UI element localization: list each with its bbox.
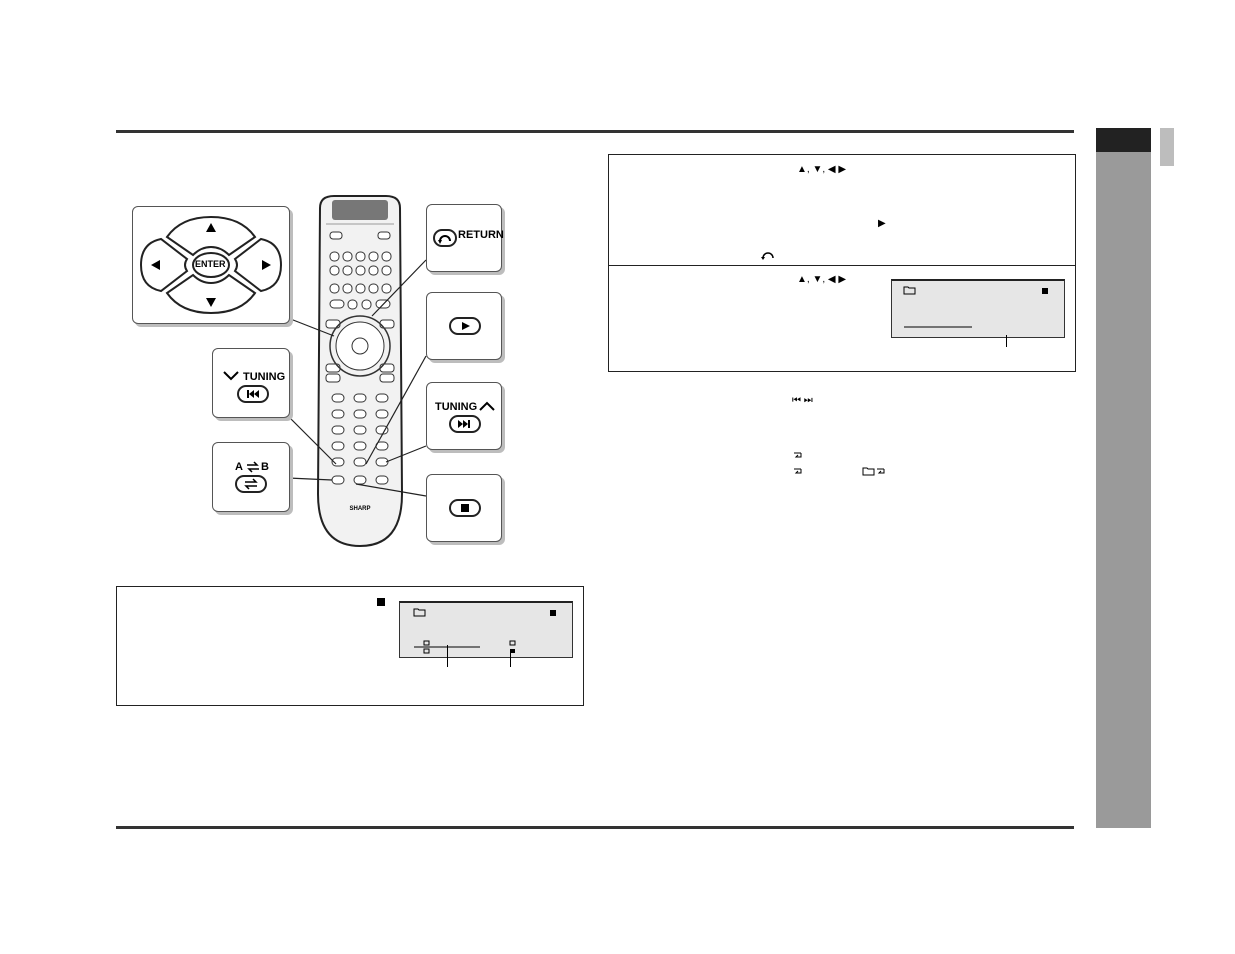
folder-icon bbox=[510, 649, 515, 653]
step-divider bbox=[609, 265, 1075, 266]
right-arrow-icon bbox=[262, 260, 271, 270]
section-marker bbox=[1160, 128, 1174, 166]
next-button[interactable] bbox=[449, 415, 481, 433]
stop-icon bbox=[550, 610, 556, 616]
bottom-rule bbox=[116, 826, 1074, 829]
section-side-tab-header bbox=[1096, 128, 1151, 152]
skip-keys: ⏮ ⏭ bbox=[792, 395, 813, 406]
stop-icon bbox=[377, 598, 385, 606]
remote-control-drawing: SHARP bbox=[316, 195, 404, 548]
left-arrow-icon bbox=[151, 260, 160, 270]
skip-previous-icon bbox=[247, 390, 259, 398]
return-callout: RETURN bbox=[426, 204, 504, 272]
folder-repeat-icon bbox=[862, 467, 885, 476]
tuning-up-callout: TUNING bbox=[426, 382, 502, 450]
stop-icon bbox=[1042, 288, 1048, 294]
return-icon bbox=[438, 235, 451, 244]
tuning-down-label: TUNING bbox=[243, 371, 286, 383]
dpad-drawing bbox=[139, 215, 283, 315]
stop-button[interactable] bbox=[449, 499, 481, 517]
folder-icon bbox=[423, 648, 430, 654]
ab-repeat-button[interactable] bbox=[235, 475, 267, 493]
display-panel-contents bbox=[413, 608, 556, 654]
remote-brand: SHARP bbox=[349, 506, 370, 512]
play-callout bbox=[426, 292, 502, 360]
ab-label-a: A bbox=[235, 461, 243, 473]
ab-label-b: B bbox=[261, 461, 269, 473]
previous-button[interactable] bbox=[237, 385, 269, 403]
display-panel-2-contents bbox=[903, 286, 1048, 328]
enter-button-label[interactable]: ENTER bbox=[195, 259, 226, 269]
repeat-icon bbox=[794, 452, 802, 458]
return-button[interactable] bbox=[433, 229, 457, 247]
stop-icon bbox=[461, 504, 469, 512]
cursor-arrows-row2: ▲, ▼, ◀ ▶ bbox=[797, 274, 847, 285]
tuning-up-label: TUNING bbox=[435, 401, 478, 413]
folder-icon bbox=[423, 640, 430, 646]
down-arrow-icon bbox=[206, 298, 216, 307]
repeat-arrows-icon bbox=[247, 461, 259, 473]
folder-icon bbox=[413, 608, 426, 617]
navigation-steps-box: ▲, ▼, ◀ ▶ ▶ ▲, ▼, ◀ ▶ bbox=[608, 154, 1076, 372]
return-icon bbox=[761, 252, 774, 260]
display-panel bbox=[399, 601, 573, 658]
top-rule bbox=[116, 130, 1074, 133]
play-icon bbox=[462, 322, 470, 330]
stop-callout bbox=[426, 474, 502, 542]
repeat-icon bbox=[794, 468, 802, 474]
folder-icon bbox=[509, 640, 516, 646]
ab-repeat-callout: A B bbox=[212, 442, 290, 512]
right-arrow-icon: ▶ bbox=[878, 218, 886, 229]
return-label: RETURN bbox=[458, 229, 504, 241]
chevron-up-icon bbox=[479, 401, 495, 411]
stop-mode-note-box bbox=[116, 586, 584, 706]
chevron-down-icon bbox=[223, 371, 239, 381]
dpad-callout: ENTER bbox=[132, 206, 290, 324]
remote-control: SHARP bbox=[312, 194, 408, 549]
display-panel-2 bbox=[891, 279, 1065, 338]
skip-next-icon bbox=[458, 420, 470, 428]
section-side-tab bbox=[1096, 128, 1151, 828]
tuning-down-callout: TUNING bbox=[212, 348, 290, 418]
repeat-icon bbox=[244, 478, 258, 490]
up-arrow-icon bbox=[206, 223, 216, 232]
cursor-arrows-row1: ▲, ▼, ◀ ▶ bbox=[797, 164, 847, 175]
play-button[interactable] bbox=[449, 317, 481, 335]
folder-icon bbox=[903, 286, 916, 295]
